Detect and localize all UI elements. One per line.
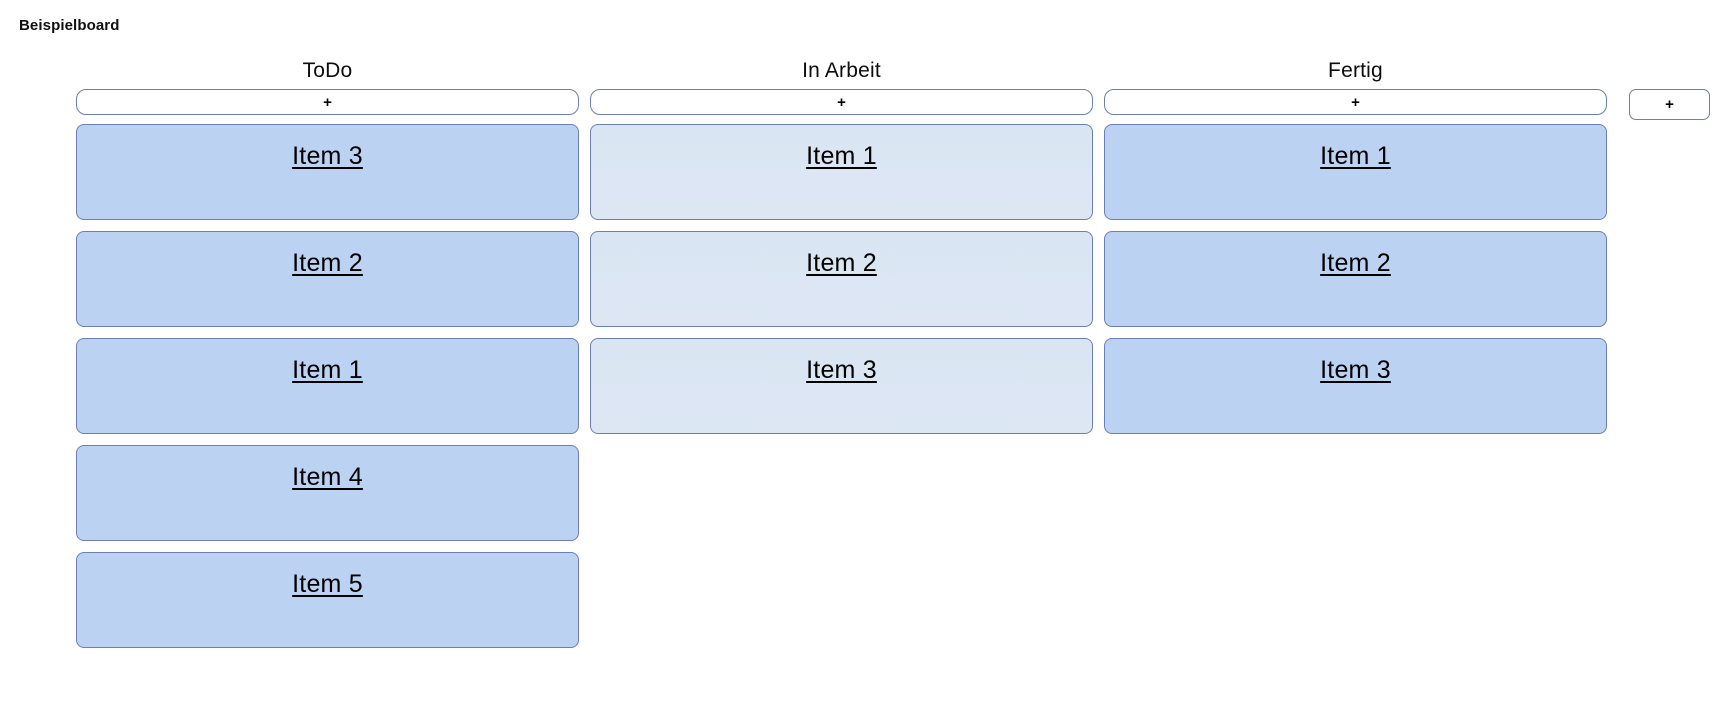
add-column-button[interactable]: + [1629,89,1710,120]
card-list: Item 3 Item 2 Item 1 Item 4 Item 5 [76,124,579,648]
card-title: Item 2 [1320,249,1391,277]
card-title: Item 1 [292,356,363,384]
board-column: In Arbeit + Item 1 Item 2 Item 3 [590,60,1093,434]
card[interactable]: Item 3 [1104,338,1607,434]
add-card-button[interactable]: + [1104,89,1607,115]
column-title: Fertig [1328,59,1383,82]
card[interactable]: Item 2 [590,231,1093,327]
card[interactable]: Item 1 [590,124,1093,220]
card-title: Item 1 [806,142,877,170]
card[interactable]: Item 2 [1104,231,1607,327]
board-columns: ToDo + Item 3 Item 2 Item 1 Item 4 Item 5 In Ar… [0,60,1727,648]
card-title: Item 1 [1320,142,1391,170]
card-title: Item 4 [292,463,363,491]
card[interactable]: Item 2 [76,231,579,327]
card-title: Item 3 [292,142,363,170]
card[interactable]: Item 5 [76,552,579,648]
board-column: ToDo + Item 3 Item 2 Item 1 Item 4 Item 5 [76,60,579,648]
card-title: Item 5 [292,570,363,598]
card[interactable]: Item 3 [590,338,1093,434]
add-card-button[interactable]: + [590,89,1093,115]
card-title: Item 2 [806,249,877,277]
add-column-container: + [1629,60,1710,120]
board-canvas: ToDo + Item 3 Item 2 Item 1 Item 4 Item 5 In Ar… [0,60,1727,648]
column-title: In Arbeit [802,59,881,82]
page-title: Beispielboard [19,17,120,34]
add-card-button[interactable]: + [76,89,579,115]
card-title: Item 2 [292,249,363,277]
card-title: Item 3 [1320,356,1391,384]
board-column: Fertig + Item 1 Item 2 Item 3 [1104,60,1607,434]
card[interactable]: Item 1 [76,338,579,434]
card[interactable]: Item 1 [1104,124,1607,220]
card-list: Item 1 Item 2 Item 3 [590,124,1093,434]
card-list: Item 1 Item 2 Item 3 [1104,124,1607,434]
card[interactable]: Item 4 [76,445,579,541]
card-title: Item 3 [806,356,877,384]
column-title: ToDo [302,59,353,82]
card[interactable]: Item 3 [76,124,579,220]
